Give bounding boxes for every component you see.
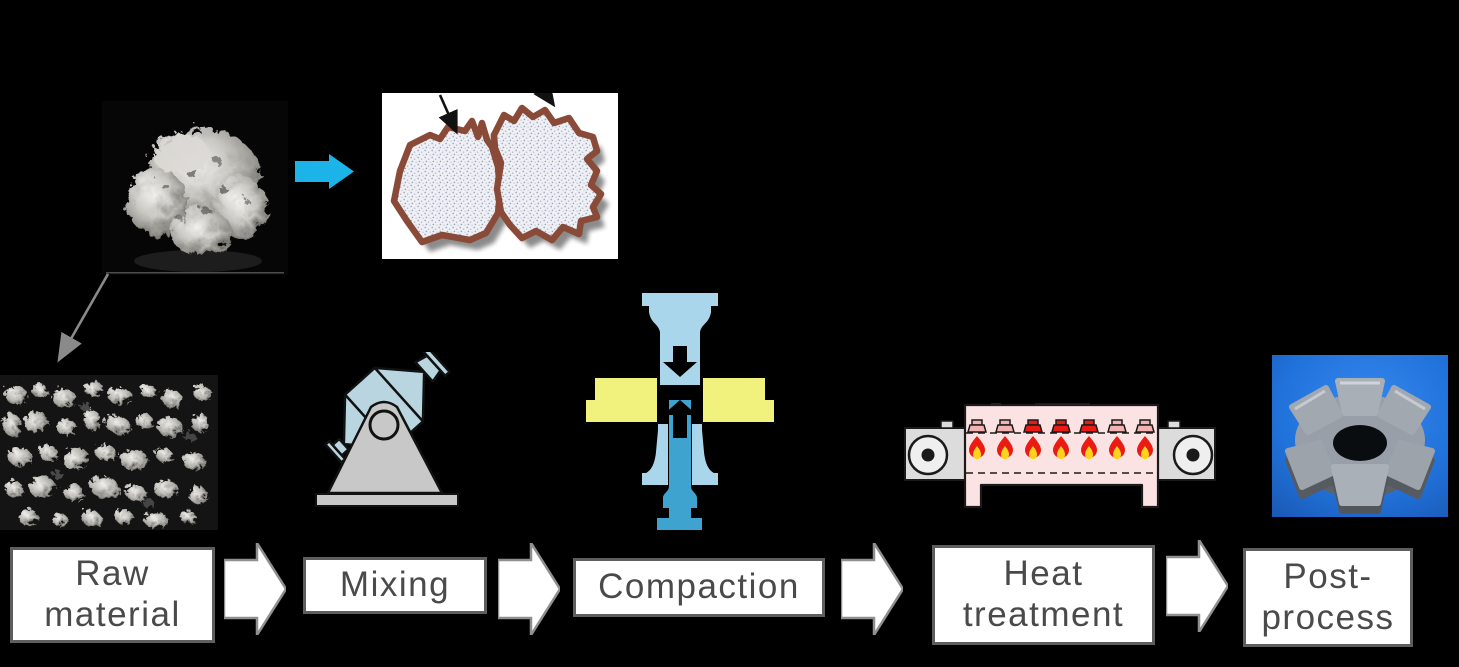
furnace-tab-left (940, 420, 954, 429)
step-box-mixing: Mixing (303, 557, 487, 614)
flow-arrow-1 (224, 543, 286, 635)
press-upper-punch (642, 293, 718, 385)
step-box-post-process: Post- process (1243, 548, 1413, 647)
step-box-raw-material: Raw material (10, 547, 215, 643)
step-box-compaction: Compaction (573, 558, 825, 617)
press-die-left (586, 378, 657, 422)
powder-particles (1, 379, 209, 526)
coated-particle-left (390, 117, 504, 246)
annotation-arrow-left (438, 94, 458, 135)
step-label-raw-material: Raw material (44, 554, 181, 634)
furnace-vent-mark (991, 403, 1001, 406)
sintered-part-graphic (1272, 355, 1448, 517)
sem-powder-overview-photo (0, 375, 218, 530)
sintered-part-photo (1272, 355, 1448, 517)
step-label-heat-treatment: Heat treatment (962, 554, 1125, 634)
furnace-vent-mark (1035, 403, 1090, 406)
furnace-rollers (907, 434, 1214, 476)
compaction-press-icon (586, 293, 774, 530)
press-sleeve-right (692, 424, 718, 485)
flow-arrow-3 (841, 543, 903, 635)
press-sleeve-left (642, 424, 668, 485)
annotation-arrow-right (533, 93, 556, 108)
press-up-arrow (663, 400, 697, 438)
step-box-heat-treatment: Heat treatment (932, 545, 1155, 645)
mixer-flange (421, 352, 451, 378)
cyan-flow-arrow-shape (295, 154, 354, 189)
coated-particles-illustration (382, 93, 618, 259)
mixer-base (315, 493, 459, 507)
step-label-mixing: Mixing (339, 565, 451, 605)
step-label-compaction: Compaction (598, 567, 800, 607)
mixer-machine-icon (315, 352, 459, 507)
part-lugs (1285, 378, 1435, 514)
furnace-tab-right (1167, 420, 1181, 429)
flow-arrow-2 (498, 543, 560, 635)
furnace-burners (967, 419, 1155, 433)
belt-furnace-icon (904, 403, 1216, 509)
press-down-arrow (663, 346, 697, 377)
gray-pointer-arrow-line (57, 273, 110, 363)
sem-powder-graphic (0, 375, 218, 530)
coated-particle-right (490, 104, 605, 244)
cyan-flow-arrow (295, 154, 354, 189)
step-label-post-process: Post- process (1261, 556, 1395, 637)
part-center-hole (1333, 425, 1387, 461)
coated-particles-graphic (390, 93, 609, 252)
gray-pointer-arrow (57, 273, 110, 363)
press-die-right (703, 378, 774, 422)
sem-particle-photo (102, 101, 288, 275)
furnace-flames (969, 436, 1153, 460)
flow-arrow-4 (1166, 540, 1228, 632)
press-lower-punch (657, 400, 702, 530)
sem-particle-graphic (102, 101, 288, 275)
mixer-stand (326, 400, 444, 495)
mixer-bearing (368, 409, 400, 441)
